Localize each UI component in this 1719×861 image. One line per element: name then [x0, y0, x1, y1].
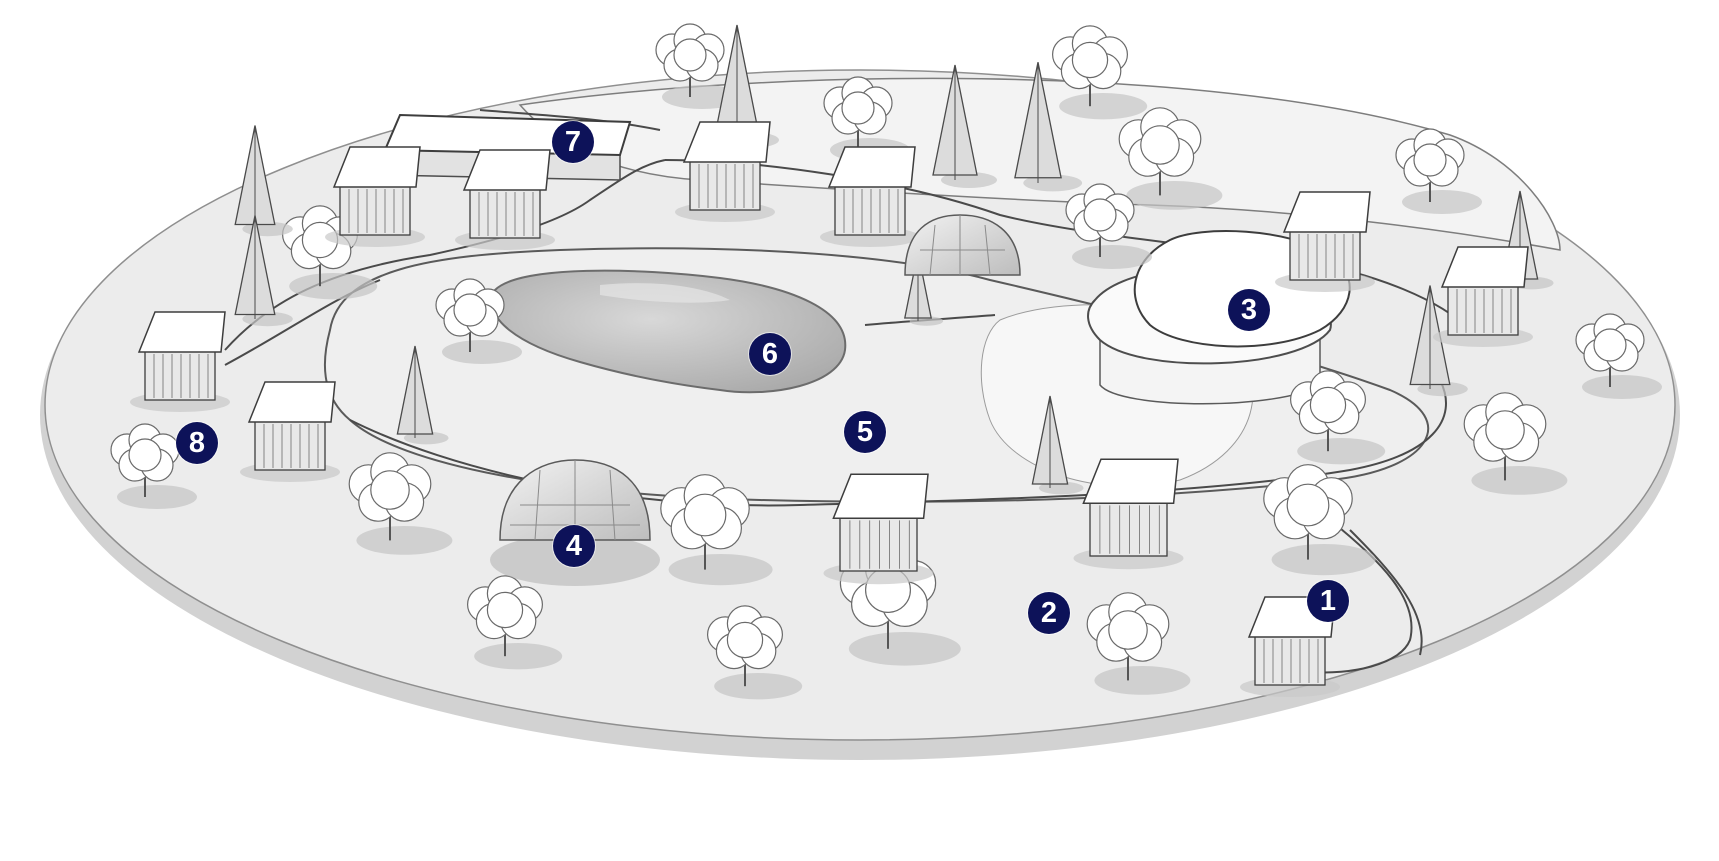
deciduous-tree [1575, 313, 1662, 399]
cabin [820, 146, 920, 247]
deciduous-tree [1463, 392, 1568, 495]
pine-tree [234, 215, 293, 327]
cabin [1073, 458, 1184, 570]
cabin [1433, 246, 1533, 347]
cabin [1275, 191, 1375, 292]
pine-tree [1031, 395, 1084, 495]
deciduous-tree [707, 605, 803, 700]
deciduous-tree [348, 452, 453, 555]
deciduous-tree [1118, 107, 1223, 210]
pine-tree [396, 345, 449, 445]
pond-shimmer [600, 283, 730, 303]
marker-5[interactable]: 5 [844, 411, 886, 453]
deciduous-tree [110, 423, 197, 509]
deciduous-tree [435, 278, 522, 364]
dome-small [904, 214, 1021, 276]
deciduous-tree [1086, 592, 1191, 695]
pine-tree [932, 64, 997, 188]
cabin-group [130, 121, 1533, 697]
marker-1[interactable]: 1 [1307, 580, 1349, 622]
deciduous-tree [1051, 25, 1148, 120]
cabin [325, 146, 425, 247]
deciduous-tree [823, 76, 910, 162]
deciduous-tree [467, 575, 563, 670]
deciduous-tree [660, 474, 773, 586]
cabin [675, 121, 775, 222]
marker-6[interactable]: 6 [749, 333, 791, 375]
marker-7[interactable]: 7 [552, 121, 594, 163]
deciduous-tree [1263, 464, 1376, 576]
cabin [130, 311, 230, 412]
cabin [823, 473, 934, 585]
deciduous-tree [1065, 183, 1152, 269]
deciduous-tree [1395, 128, 1482, 214]
deciduous-tree [1289, 370, 1386, 465]
cabin [240, 381, 340, 482]
marker-2[interactable]: 2 [1028, 592, 1070, 634]
marker-3[interactable]: 3 [1228, 289, 1270, 331]
pine-tree [1014, 62, 1083, 192]
cabin [455, 149, 555, 250]
marker-8[interactable]: 8 [176, 422, 218, 464]
marker-4[interactable]: 4 [553, 525, 595, 567]
